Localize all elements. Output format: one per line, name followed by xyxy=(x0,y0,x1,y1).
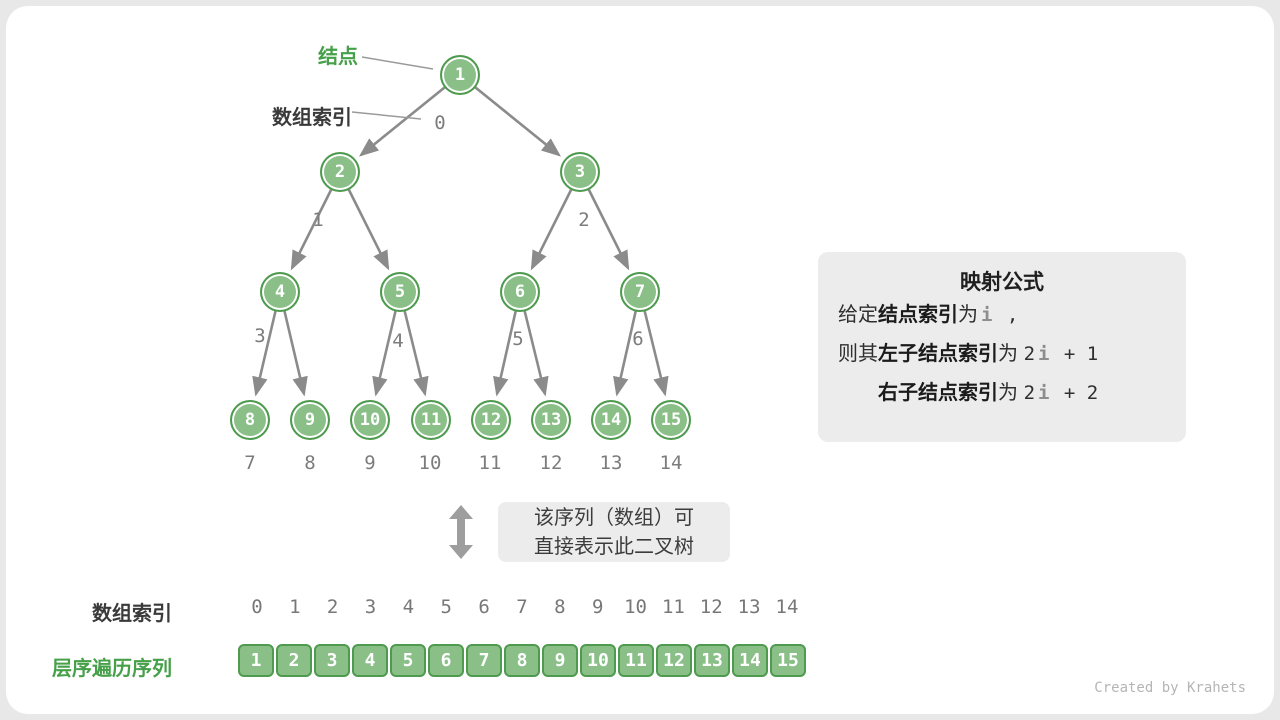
tree-node: 15 xyxy=(651,400,691,440)
sequence-value-box: 5 xyxy=(390,644,426,677)
tree-node: 3 xyxy=(560,152,600,192)
tree-node: 7 xyxy=(620,272,660,312)
tree-node: 14 xyxy=(591,400,631,440)
node-index-label: 5 xyxy=(512,328,524,350)
tree-node: 5 xyxy=(380,272,420,312)
sequence-value-box: 4 xyxy=(352,644,388,677)
sequence-value-box: 9 xyxy=(542,644,578,677)
formula-title: 映射公式 xyxy=(960,271,1044,294)
node-index-label: 10 xyxy=(418,452,442,474)
tree-node: 10 xyxy=(350,400,390,440)
node-index-label: 9 xyxy=(364,452,376,474)
array-index-row: 0 1 2 3 4 5 6 7 8 9 10 11 12 13 14 xyxy=(238,596,806,618)
sequence-value-box: 3 xyxy=(314,644,350,677)
sequence-value-box: 14 xyxy=(732,644,768,677)
tree-node: 13 xyxy=(531,400,571,440)
sequence-value-box: 6 xyxy=(428,644,464,677)
pointer-lines xyxy=(351,56,434,120)
node-index-label: 1 xyxy=(312,209,324,231)
array-index-cell: 13 xyxy=(737,596,761,618)
node-index-label: 8 xyxy=(304,452,316,474)
tree-node: 2 xyxy=(320,152,360,192)
sequence-value-box: 2 xyxy=(276,644,312,677)
array-index-cell: 10 xyxy=(624,596,647,618)
sequence-row-label: 层序遍历序列 xyxy=(52,658,172,680)
array-index-cell: 8 xyxy=(554,596,566,618)
tree-node: 9 xyxy=(290,400,330,440)
node-index-label: 3 xyxy=(254,325,266,347)
array-index-cell: 4 xyxy=(402,596,415,618)
sequence-value-box: 15 xyxy=(770,644,806,677)
array-index-cell: 3 xyxy=(364,596,377,618)
array-index-pointer-label: 数组索引 xyxy=(272,107,352,129)
note-line-1: 该序列（数组）可 xyxy=(534,507,694,529)
tree-node: 11 xyxy=(411,400,451,440)
note-line-2: 直接表示此二叉树 xyxy=(534,536,694,558)
node-index-label: 6 xyxy=(632,328,644,350)
double-arrow-icon xyxy=(449,505,473,559)
array-index-cell: 12 xyxy=(699,596,723,618)
node-index-label: 2 xyxy=(578,209,590,231)
sequence-value-box: 12 xyxy=(656,644,692,677)
node-index-label: 0 xyxy=(434,112,446,134)
array-index-cell: 0 xyxy=(251,596,263,618)
sequence-value-box: 13 xyxy=(694,644,730,677)
node-index-label: 11 xyxy=(478,452,502,474)
array-index-cell: 5 xyxy=(440,596,452,618)
tree-node: 1 xyxy=(440,55,480,95)
array-index-cell: 14 xyxy=(775,596,799,618)
array-index-cell: 2 xyxy=(326,596,339,618)
sequence-value-box: 7 xyxy=(466,644,502,677)
node-pointer-label: 结点 xyxy=(318,46,358,68)
node-index-label: 13 xyxy=(599,452,623,474)
sequence-value-box: 11 xyxy=(618,644,654,677)
array-index-cell: 11 xyxy=(661,596,685,618)
array-index-row-label: 数组索引 xyxy=(92,603,172,625)
array-index-cell: 9 xyxy=(591,596,604,618)
watermark: Created by Krahets xyxy=(1094,680,1246,696)
sequence-value-box: 1 xyxy=(238,644,274,677)
tree-node: 8 xyxy=(230,400,270,440)
tree-node: 4 xyxy=(260,272,300,312)
sequence-value-box: 8 xyxy=(504,644,540,677)
tree-node: 12 xyxy=(471,400,511,440)
node-index-label: 7 xyxy=(244,452,256,474)
sequence-value-box: 10 xyxy=(580,644,616,677)
tree-node: 6 xyxy=(500,272,540,312)
node-index-label: 4 xyxy=(392,330,404,352)
node-index-label: 14 xyxy=(659,452,683,474)
array-index-cell: 7 xyxy=(516,596,528,618)
node-index-label: 12 xyxy=(539,452,563,474)
level-order-sequence-row: 1 2 3 4 5 6 7 8 9 10 11 12 13 14 15 xyxy=(238,644,806,677)
array-index-cell: 1 xyxy=(289,596,301,618)
sequence-note-box: 该序列（数组）可 直接表示此二叉树 xyxy=(498,502,730,562)
array-index-cell: 6 xyxy=(478,596,490,618)
